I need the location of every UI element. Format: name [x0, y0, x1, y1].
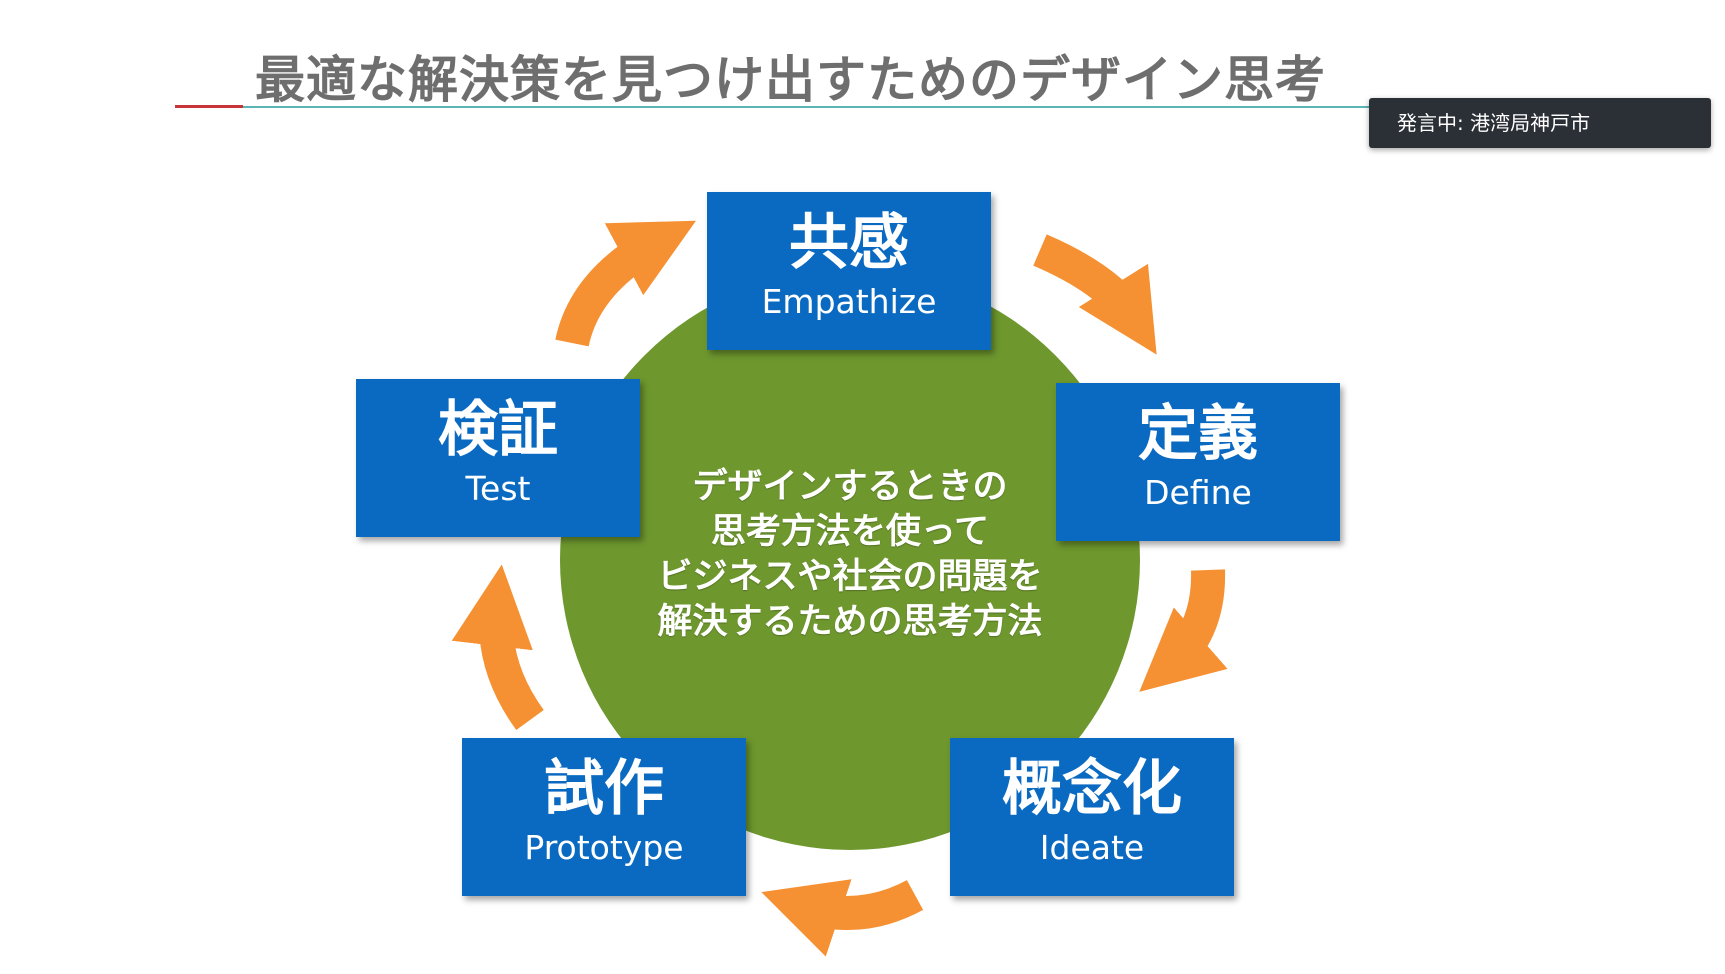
stage-label-en: Ideate: [1039, 828, 1145, 867]
stage-label-jp: 定義: [1138, 399, 1258, 469]
stage-define: 定義 Define: [1056, 383, 1340, 541]
stage-test: 検証 Test: [356, 379, 640, 537]
stage-label-jp: 検証: [438, 395, 558, 465]
center-line: ビジネスや社会の問題を: [657, 557, 1043, 597]
arrow-define-to-ideate: [1139, 569, 1228, 692]
arrow-ideate-to-prototype: [761, 879, 924, 957]
stage-label-en: Prototype: [524, 828, 684, 867]
arrow-test-to-empathize: [555, 220, 696, 347]
stage-ideate: 概念化 Ideate: [950, 738, 1234, 896]
speaker-indicator: 発言中: 港湾局神戸市: [1369, 98, 1711, 148]
title-underline-accent: [175, 105, 243, 108]
title-underline: [243, 106, 1373, 108]
center-line: 解決するための思考方法: [657, 602, 1043, 642]
arrow-empathize-to-define: [1033, 234, 1157, 355]
stage-label-jp: 共感: [789, 208, 909, 278]
stage-label-en: Test: [465, 469, 531, 508]
center-description: デザインするときの 思考方法を使って ビジネスや社会の問題を 解決するための思考…: [600, 465, 1100, 645]
center-line: デザインするときの: [692, 467, 1008, 507]
stage-label-jp: 概念化: [1002, 754, 1182, 824]
page-title: 最適な解決策を見つけ出すためのデザイン思考: [255, 51, 1326, 109]
stage-label-jp: 試作: [544, 754, 664, 824]
stage-empathize: 共感 Empathize: [707, 192, 991, 350]
arrow-prototype-to-test: [451, 564, 544, 730]
stage-label-en: Empathize: [761, 282, 937, 321]
center-line: 思考方法を使って: [710, 512, 990, 552]
stage-label-en: Define: [1144, 473, 1252, 512]
stage-prototype: 試作 Prototype: [462, 738, 746, 896]
